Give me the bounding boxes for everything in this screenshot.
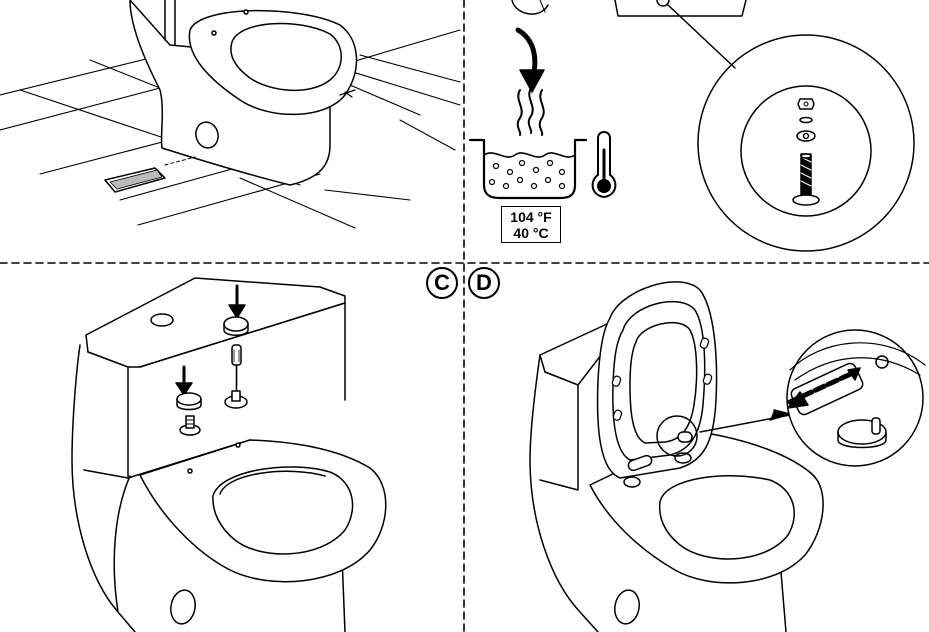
seat-fitting-left [175,365,202,436]
water-basin-icon [468,138,588,200]
seat-bumper-icon [611,337,713,421]
seat-fitting-right [223,284,249,409]
washer-icon [799,116,813,124]
screwdriver-icon [231,344,242,393]
bowl-c [139,439,387,583]
down-arrow-icon [515,27,545,93]
toilet-seat-lid [596,281,718,479]
hinge-pins [623,415,698,488]
washer-icon-2 [796,130,816,142]
temperature-celsius: 40 °C [513,225,549,241]
tank-c [83,277,346,479]
tank-bottom-outline [614,0,747,69]
toilet-bowl-top-left [188,9,358,116]
toilet-d-body [529,317,787,632]
hinge-cap-icon [511,0,549,15]
bolt-icon [792,153,820,206]
temperature-label: 104 °F 40 °C [501,206,561,243]
shim-pad [104,89,356,193]
nut-icon [797,98,815,110]
temperature-fahrenheit: 104 °F [510,209,552,225]
bolt-detail-magnifier [697,34,915,252]
hinge-detail-magnifier [699,329,926,467]
steam-icon [516,87,545,136]
step-label-d: D [468,267,500,299]
thermometer-icon [591,131,617,198]
step-label-c: C [426,267,458,299]
